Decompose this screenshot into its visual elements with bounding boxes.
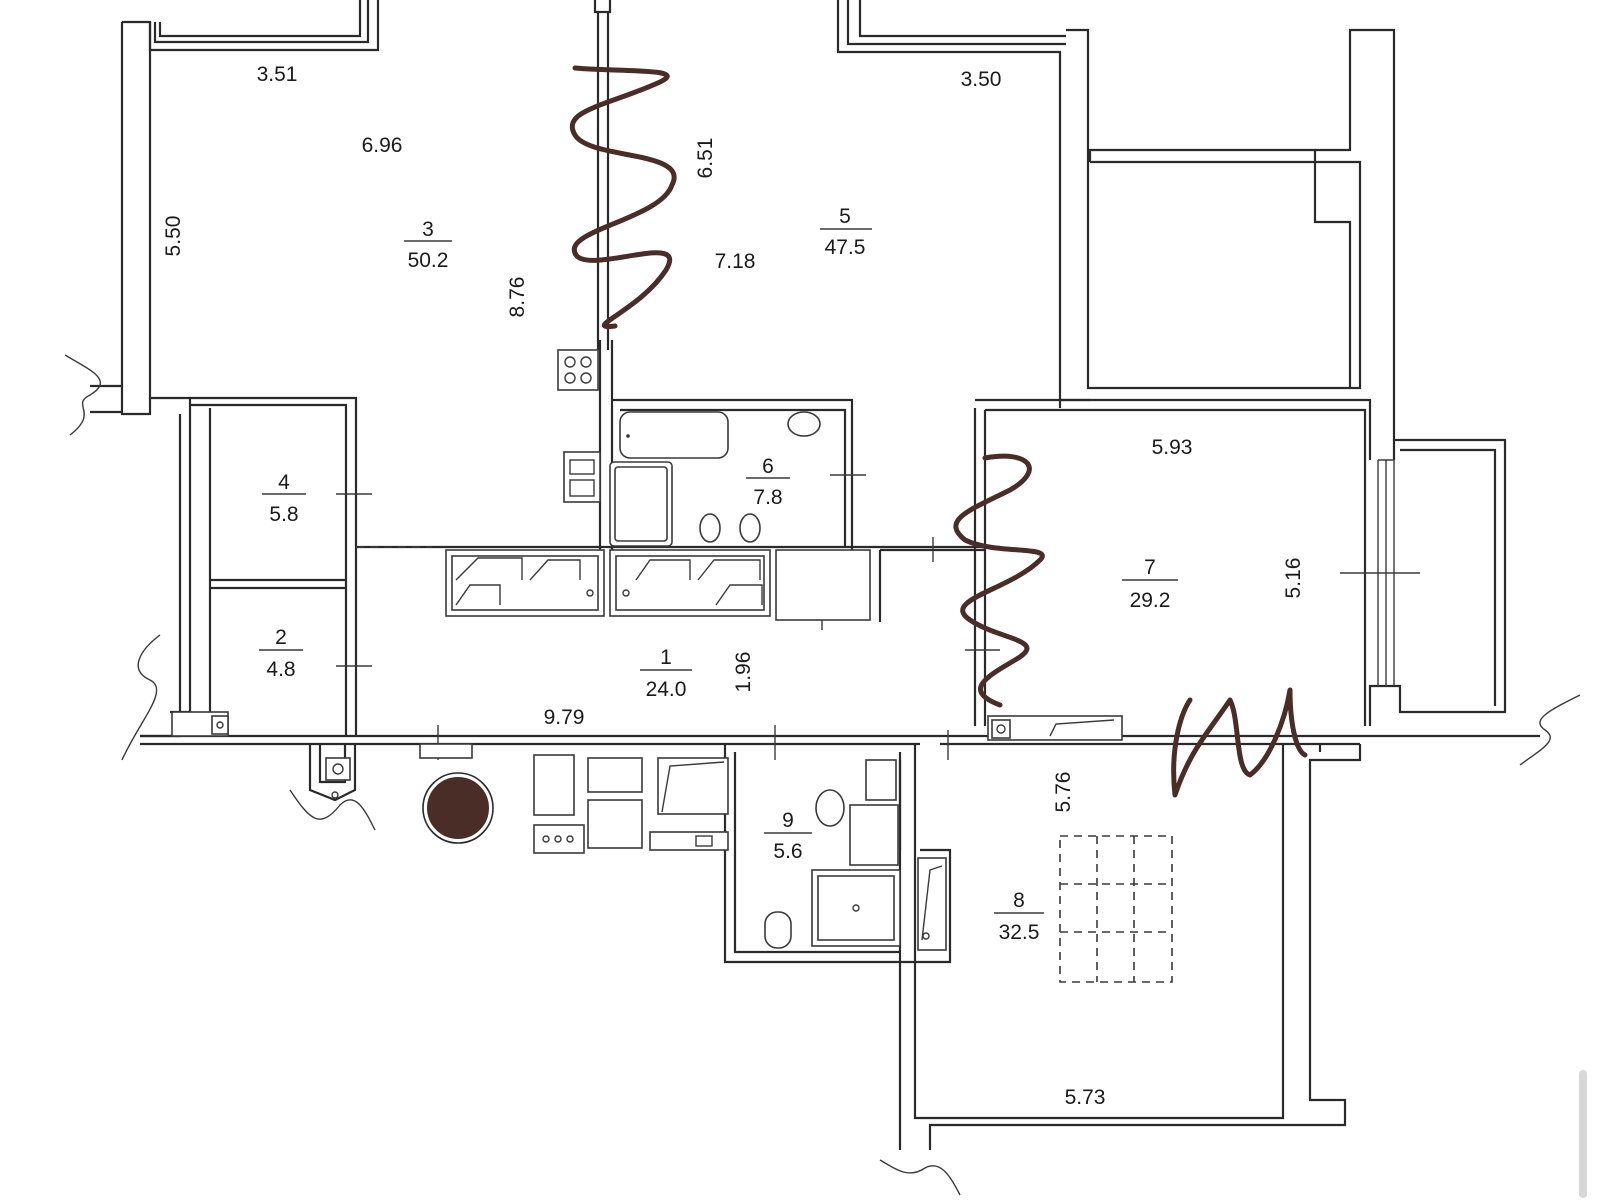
scribble-mark-top — [570, 65, 677, 329]
filled-circle-mark — [425, 775, 491, 841]
bathroom-fixtures — [609, 411, 821, 547]
svg-text:29.2: 29.2 — [1130, 589, 1171, 612]
dim-6-96: 6.96 — [362, 134, 403, 157]
svg-text:5.6: 5.6 — [773, 840, 802, 863]
room-label-7: 7 29.2 — [1122, 556, 1178, 612]
dim-8-76: 8.76 — [506, 277, 529, 318]
dim-5-93: 5.93 — [1152, 436, 1193, 459]
dashed-grid — [1059, 835, 1173, 983]
dim-5-16: 5.16 — [1282, 558, 1305, 599]
room-label-3: 3 50.2 — [404, 218, 452, 272]
room-label-6: 6 7.8 — [746, 455, 790, 509]
svg-text:2: 2 — [275, 626, 287, 649]
utility-boxes — [171, 711, 1123, 799]
walls — [90, 0, 1540, 1150]
dim-6-51: 6.51 — [694, 138, 717, 179]
svg-text:7.8: 7.8 — [753, 486, 782, 509]
break-lines — [64, 354, 1581, 1196]
scribble-mark-right — [953, 453, 1045, 708]
room-label-1: 1 24.0 — [640, 646, 692, 701]
dim-5-50: 5.50 — [162, 216, 185, 257]
bathroom-9-fixtures — [764, 759, 947, 951]
dim-9-79: 9.79 — [544, 706, 585, 729]
svg-text:24.0: 24.0 — [646, 678, 687, 701]
dim-5-76: 5.76 — [1052, 772, 1075, 813]
svg-text:50.2: 50.2 — [408, 249, 449, 272]
svg-text:4: 4 — [278, 471, 290, 494]
svg-text:47.5: 47.5 — [825, 236, 866, 259]
dim-1-96: 1.96 — [732, 652, 755, 693]
svg-text:6: 6 — [762, 455, 774, 478]
svg-text:8: 8 — [1013, 889, 1025, 912]
room-label-8: 8 32.5 — [994, 889, 1044, 944]
room-label-2: 2 4.8 — [259, 626, 303, 681]
dim-7-18: 7.18 — [715, 250, 756, 273]
scrollbar-thumb[interactable] — [1579, 1070, 1587, 1198]
svg-text:3: 3 — [422, 218, 434, 241]
kitchen-block — [419, 743, 729, 854]
wardrobes — [445, 549, 871, 621]
dimension-labels: 3.51 6.96 3.50 7.18 5.93 9.79 5.73 5.50 … — [162, 63, 1305, 1109]
scribble-mark-bottom — [1171, 687, 1308, 798]
door-ticks — [336, 474, 1420, 760]
room-label-5: 5 47.5 — [820, 205, 872, 259]
room-label-4: 4 5.8 — [262, 471, 306, 526]
room-label-9: 9 5.6 — [764, 809, 812, 863]
svg-text:32.5: 32.5 — [999, 921, 1040, 944]
svg-text:7: 7 — [1144, 556, 1156, 579]
svg-text:4.8: 4.8 — [266, 658, 295, 681]
dim-3-50: 3.50 — [961, 68, 1002, 91]
dim-3-51: 3.51 — [257, 63, 298, 86]
scribble-marks — [422, 65, 1308, 844]
stove-appliance — [557, 349, 601, 503]
svg-text:1: 1 — [660, 646, 672, 669]
svg-text:5: 5 — [839, 205, 851, 228]
svg-text:9: 9 — [782, 809, 794, 832]
svg-text:5.8: 5.8 — [269, 503, 298, 526]
dim-5-73: 5.73 — [1065, 1086, 1106, 1109]
